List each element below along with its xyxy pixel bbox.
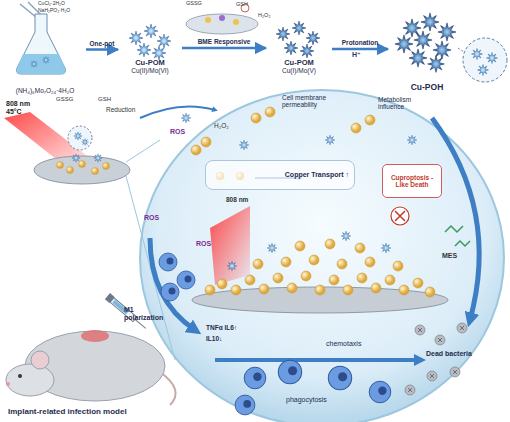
annotation-label: Metabolism influence	[378, 96, 438, 110]
annotation-label: M1 polarization	[124, 306, 168, 321]
node-subtitle: Cu(II)/Mo(VI)	[131, 67, 169, 74]
compound-stage: Cu-POMCu(II)/Mo(VI)	[118, 22, 182, 74]
process-box: Cuproptosis -Like Death	[382, 164, 442, 198]
annotation-label: NaH₂PO₂·H₂O	[38, 8, 88, 14]
node-title: Cu-POM	[284, 59, 314, 67]
annotation-label: 808 nm	[226, 196, 262, 203]
annotation-label: ROS	[196, 240, 220, 248]
edge-label: BME Responsive	[198, 38, 251, 45]
bme-plate	[186, 4, 258, 34]
annotation-label: TNFα IL6↑	[206, 324, 250, 331]
compound-stage: (NH₄)₆Mo₇O₂₄·4H₂O	[4, 8, 86, 94]
mouse-model	[6, 293, 176, 405]
annotation-label: IL10↓	[206, 335, 240, 342]
macrophages	[159, 253, 391, 415]
annotation-label: Implant-related infection model	[8, 408, 168, 417]
dead-bacteria	[405, 323, 467, 395]
implant-plate	[4, 112, 175, 360]
flow-arrows	[140, 106, 479, 360]
annotation-label: GSSG	[186, 0, 216, 6]
annotation-label: chemotaxis	[326, 340, 378, 348]
annotation-label: H₂O₂	[214, 122, 240, 129]
flow-arrow	[332, 48, 388, 51]
annotation-label: Cell membrane permeability	[282, 94, 352, 108]
node-subtitle: Cu(I)/Mo(V)	[282, 67, 316, 74]
annotation-label: MES	[442, 252, 468, 260]
biofilm-surface	[192, 206, 448, 313]
node-title: (NH₄)₆Mo₇O₂₄·4H₂O	[16, 87, 75, 94]
node-title: Cuproptosis -Like Death	[385, 174, 439, 188]
edge-label: One-pot	[90, 39, 115, 46]
annotation-label: phagocytosis	[286, 396, 340, 404]
compound-stage: Cu-POH	[388, 8, 466, 92]
annotation-label: GSSG	[56, 96, 86, 103]
annotation-label: CuCl₂·2H₂O	[38, 1, 88, 7]
annotation-label: ROS	[144, 214, 168, 222]
annotation-label: GSH	[98, 96, 122, 103]
node-title: Cu-POM	[135, 59, 165, 67]
mes-molecules	[445, 226, 470, 246]
process-box: Copper Transport ↑	[205, 160, 355, 190]
edge-label: Protonation	[342, 39, 378, 46]
annotation-label: ROS	[170, 128, 194, 136]
zoom-circle	[140, 90, 504, 422]
flow-arrow	[86, 48, 118, 51]
annotation-label: Dead bacteria	[426, 350, 480, 358]
annotation-label: GSH	[236, 1, 258, 7]
cu-pom-crystals	[129, 24, 171, 60]
node-title: Cu-POH	[411, 83, 444, 92]
annotation-label: H₂O₂	[258, 12, 284, 18]
annotation-label: H⁺	[352, 51, 368, 59]
compound-stage: Cu-POMCu(I)/Mo(V)	[266, 22, 332, 74]
cu-poh-cluster	[395, 13, 507, 82]
annotation-label: Reduction	[106, 106, 148, 113]
cu-pom-reduced-crystals	[276, 21, 320, 58]
node-title: Copper Transport ↑	[285, 171, 349, 179]
annotation-label: 808 nm 45°C	[6, 100, 40, 115]
flow-arrow	[182, 47, 266, 50]
